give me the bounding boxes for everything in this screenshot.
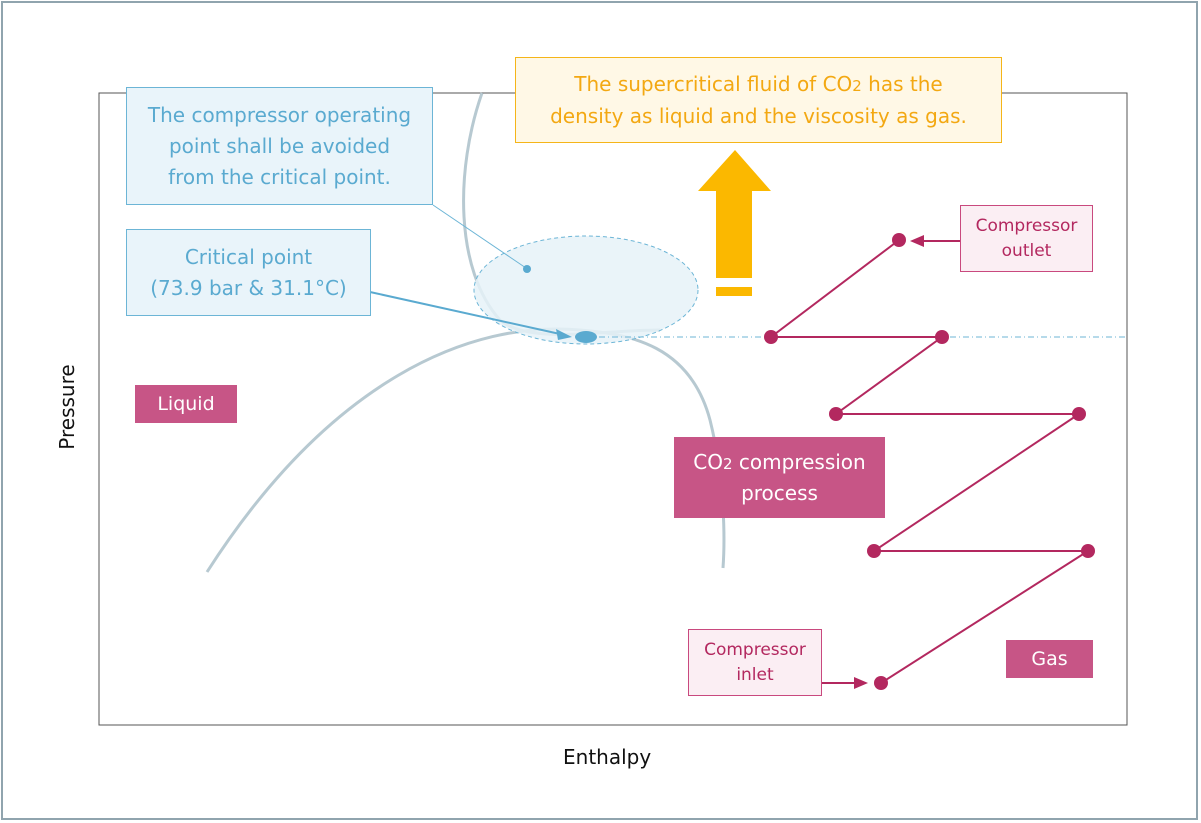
inlet-line-2: inlet	[736, 664, 774, 685]
process-point	[1072, 407, 1086, 421]
process-point	[892, 233, 906, 247]
gas-region-label: Gas	[1006, 640, 1093, 678]
process-point	[874, 676, 888, 690]
x-axis-label: Enthalpy	[563, 745, 652, 769]
critical-point-callout: Critical point (73.9 bar & 31.1°C)	[126, 229, 371, 316]
avoid-zone-ellipse	[473, 235, 699, 345]
supercritical-callout: The supercritical fluid of CO2 has the d…	[515, 57, 1002, 143]
process-point	[1081, 544, 1095, 558]
compression-path	[768, 239, 1092, 684]
outlet-line-2: outlet	[1001, 240, 1052, 261]
y-axis-label: Pressure	[55, 364, 79, 450]
compressor-outlet-callout: Compressor outlet	[960, 205, 1093, 272]
critical-line-1: Critical point	[184, 244, 313, 269]
critical-leader-arrowhead	[556, 329, 572, 340]
process-line-1: CO2 compression	[693, 449, 866, 474]
avoid-line-3: from the critical point.	[168, 164, 391, 189]
critical-leader-line	[369, 291, 561, 335]
avoid-line-2: point shall be avoided	[168, 133, 391, 158]
supercritical-arrow-bar	[716, 287, 752, 296]
outlet-line-1: Compressor	[975, 215, 1078, 236]
avoid-callout: The compressor operating point shall be …	[126, 87, 433, 205]
process-label: CO2 compression process	[674, 437, 885, 518]
process-point	[829, 407, 843, 421]
avoid-leader-dot	[523, 265, 531, 273]
compressor-inlet-callout: Compressor inlet	[688, 629, 822, 696]
inlet-arrowhead	[854, 677, 868, 689]
saturated-liquid-curve	[205, 327, 726, 573]
supercritical-line-1: The supercritical fluid of CO2 has the	[574, 72, 943, 96]
process-point	[764, 330, 778, 344]
critical-line-2: (73.9 bar & 31.1°C)	[150, 275, 347, 300]
critical-point-marker	[575, 331, 597, 343]
process-point	[935, 330, 949, 344]
outlet-arrowhead	[910, 235, 924, 247]
avoid-line-1: The compressor operating	[147, 102, 412, 127]
avoid-leader-line	[432, 204, 527, 269]
supercritical-arrow	[698, 150, 771, 278]
supercritical-line-2: density as liquid and the viscosity as g…	[550, 104, 967, 128]
process-point	[867, 544, 881, 558]
inlet-line-1: Compressor	[704, 639, 806, 660]
process-points	[764, 233, 1095, 690]
process-line-2: process	[741, 480, 818, 505]
liquid-region-label: Liquid	[135, 385, 237, 423]
